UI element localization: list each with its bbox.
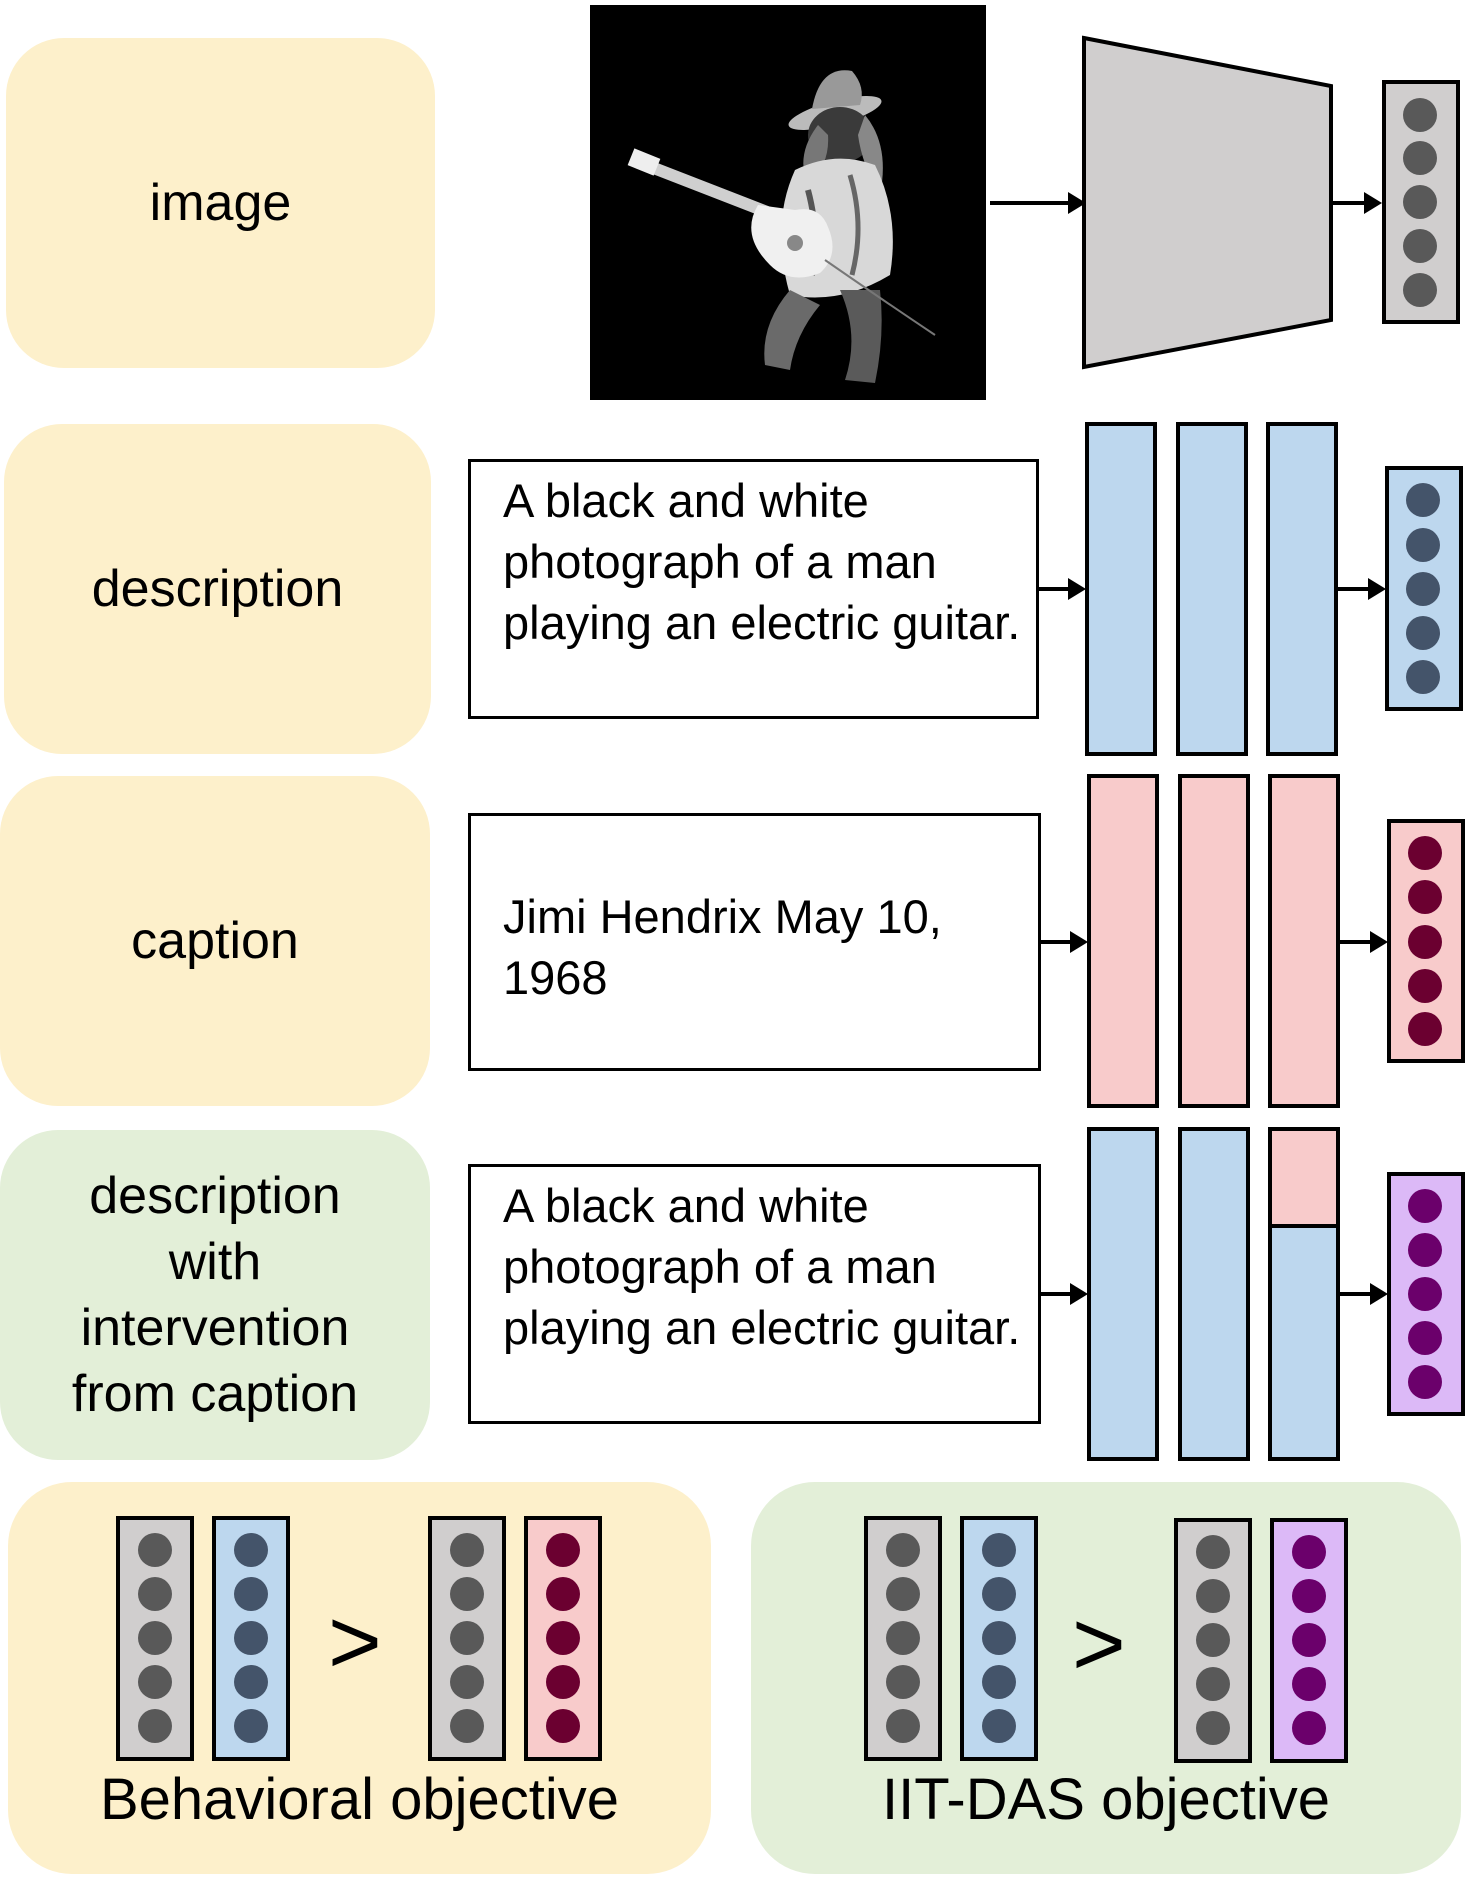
intervention-text: A black and white photograph of a man pl…	[503, 1179, 1021, 1354]
description-embedding-vector	[1385, 466, 1463, 711]
iit-das-objective-label: IIT-DAS objective	[881, 1767, 1331, 1832]
intervention-label-line-2: with	[168, 1233, 262, 1291]
intervention-embedding-vector	[1387, 1172, 1465, 1416]
behavioral-comparator: >	[328, 1591, 382, 1693]
intervention-label-line-1: description	[89, 1167, 341, 1225]
intervention-text-encoder	[1087, 1127, 1340, 1461]
description-layer-1	[1085, 422, 1157, 756]
behavioral-objective-label: Behavioral objective	[99, 1767, 620, 1832]
description-text: A black and white photograph of a man pl…	[503, 474, 1021, 649]
behavioral-caption-vector	[524, 1516, 602, 1761]
caption-text: Jimi Hendrix May 10, 1968	[503, 890, 942, 1004]
row-label-description: description	[4, 424, 431, 754]
description-layer-2	[1176, 422, 1248, 756]
caption-layer-2	[1178, 774, 1250, 1108]
caption-layer-1	[1087, 774, 1159, 1108]
iit-das-comparator: >	[1072, 1593, 1126, 1695]
description-text-box: A black and white photograph of a man pl…	[468, 459, 1039, 719]
image-embedding-vector	[1382, 80, 1460, 324]
intervention-label-line-3: intervention	[80, 1299, 350, 1357]
guitarist-photo	[590, 5, 986, 400]
intervention-text-box: A black and white photograph of a man pl…	[468, 1164, 1041, 1424]
caption-text-box: Jimi Hendrix May 10, 1968	[468, 813, 1041, 1071]
intervention-layer-2	[1178, 1127, 1250, 1461]
description-layer-3	[1266, 422, 1338, 756]
row-label-image: image	[6, 38, 435, 368]
intervention-layer-1	[1087, 1127, 1159, 1461]
iit-image-vector-2	[1174, 1518, 1252, 1763]
row-label-image-text: image	[149, 174, 292, 232]
row-label-description-text: description	[91, 560, 344, 618]
description-text-encoder	[1085, 422, 1338, 756]
behavioral-image-vector	[116, 1516, 194, 1761]
iit-description-vector	[960, 1516, 1038, 1761]
caption-text-encoder	[1087, 774, 1340, 1108]
image-encoder	[1082, 35, 1333, 370]
caption-layer-3	[1268, 774, 1340, 1108]
row-label-caption-text: caption	[131, 912, 299, 970]
behavioral-description-vector	[212, 1516, 290, 1761]
intervened-subspace	[1268, 1127, 1340, 1228]
iit-intervention-vector	[1270, 1518, 1348, 1763]
row-label-intervention: description with intervention from capti…	[0, 1130, 430, 1460]
guitarist-photo-icon	[590, 5, 986, 400]
intervention-label-line-4: from caption	[71, 1365, 359, 1423]
iit-image-vector	[864, 1516, 942, 1761]
row-label-caption: caption	[0, 776, 430, 1106]
caption-embedding-vector	[1387, 819, 1465, 1063]
behavioral-image-vector-2	[428, 1516, 506, 1761]
